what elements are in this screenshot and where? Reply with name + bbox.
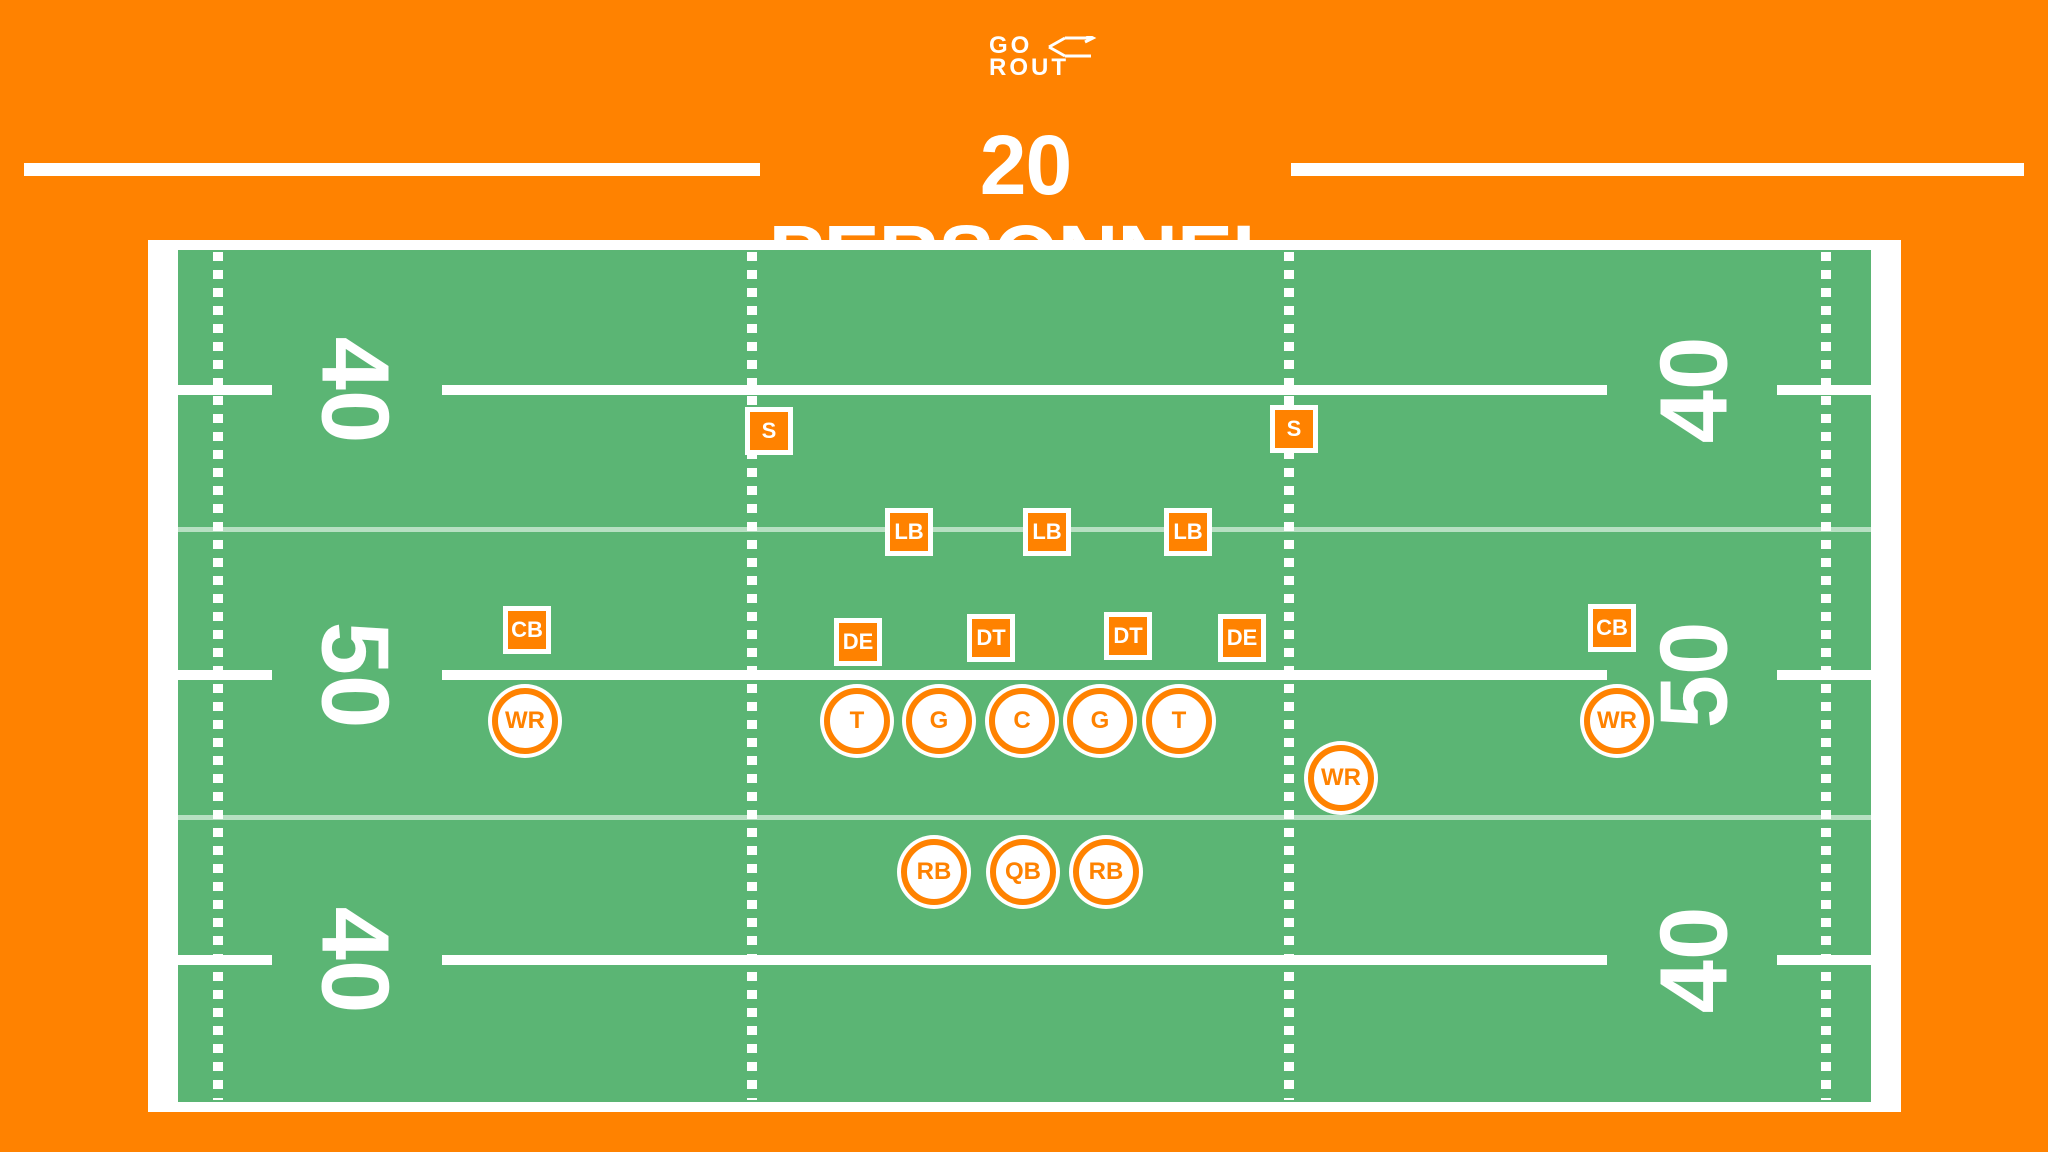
offense-running-back-right: RB bbox=[1073, 839, 1139, 905]
offense-receiver-right: WR bbox=[1584, 688, 1650, 754]
defender-linebacker-left: LB bbox=[885, 508, 933, 556]
title-rule-right bbox=[1291, 163, 2024, 176]
defender-cornerback-right: CB bbox=[1588, 604, 1636, 652]
yard-number-left-middle: 50 bbox=[302, 622, 409, 729]
title-rule-left bbox=[24, 163, 760, 176]
offense-quarterback: QB bbox=[990, 839, 1056, 905]
defender-safety-right: S bbox=[1270, 405, 1318, 453]
defender-end-left: DE bbox=[834, 618, 882, 666]
yard-number-right-bottom: 40 bbox=[1640, 907, 1747, 1014]
offense-guard-left: G bbox=[906, 688, 972, 754]
yard-number-left-top: 40 bbox=[302, 337, 409, 444]
offense-tackle-right: T bbox=[1146, 688, 1212, 754]
route-arrow-icon bbox=[1048, 36, 1097, 58]
field-markings: 40 50 40 40 50 40 bbox=[148, 240, 1901, 1112]
offense-tackle-left: T bbox=[824, 688, 890, 754]
offense-running-back-left: RB bbox=[901, 839, 967, 905]
defender-linebacker-right: LB bbox=[1164, 508, 1212, 556]
offense-receiver-slot: WR bbox=[1308, 745, 1374, 811]
yard-line-45-bottom bbox=[178, 815, 1871, 820]
yard-line-40-top bbox=[178, 385, 1871, 395]
football-field: 40 50 40 40 50 40 bbox=[148, 240, 1901, 1112]
yard-line-40-bottom bbox=[178, 955, 1871, 965]
defender-tackle-left: DT bbox=[967, 614, 1015, 662]
yard-number-right-middle: 50 bbox=[1640, 622, 1747, 729]
sideline-right bbox=[1871, 240, 1901, 1112]
defender-cornerback-left: CB bbox=[503, 606, 551, 654]
offense-center: C bbox=[989, 688, 1055, 754]
defender-tackle-right: DT bbox=[1104, 612, 1152, 660]
defender-end-right: DE bbox=[1218, 614, 1266, 662]
yard-number-left-bottom: 40 bbox=[302, 907, 409, 1014]
defender-linebacker-middle: LB bbox=[1023, 508, 1071, 556]
offense-guard-right: G bbox=[1067, 688, 1133, 754]
page-title: 20 PERSONNEL bbox=[769, 118, 1284, 300]
logo-text-line2: ROUT bbox=[989, 54, 1069, 81]
sideline-left bbox=[148, 240, 178, 1112]
logo-text-line1: GO bbox=[989, 32, 1033, 59]
yard-line-50 bbox=[178, 670, 1871, 680]
offense-receiver-left: WR bbox=[492, 688, 558, 754]
yard-number-right-top: 40 bbox=[1640, 337, 1747, 444]
gorout-logo: GO ROUT bbox=[985, 34, 1105, 84]
defender-safety-left: S bbox=[745, 407, 793, 455]
